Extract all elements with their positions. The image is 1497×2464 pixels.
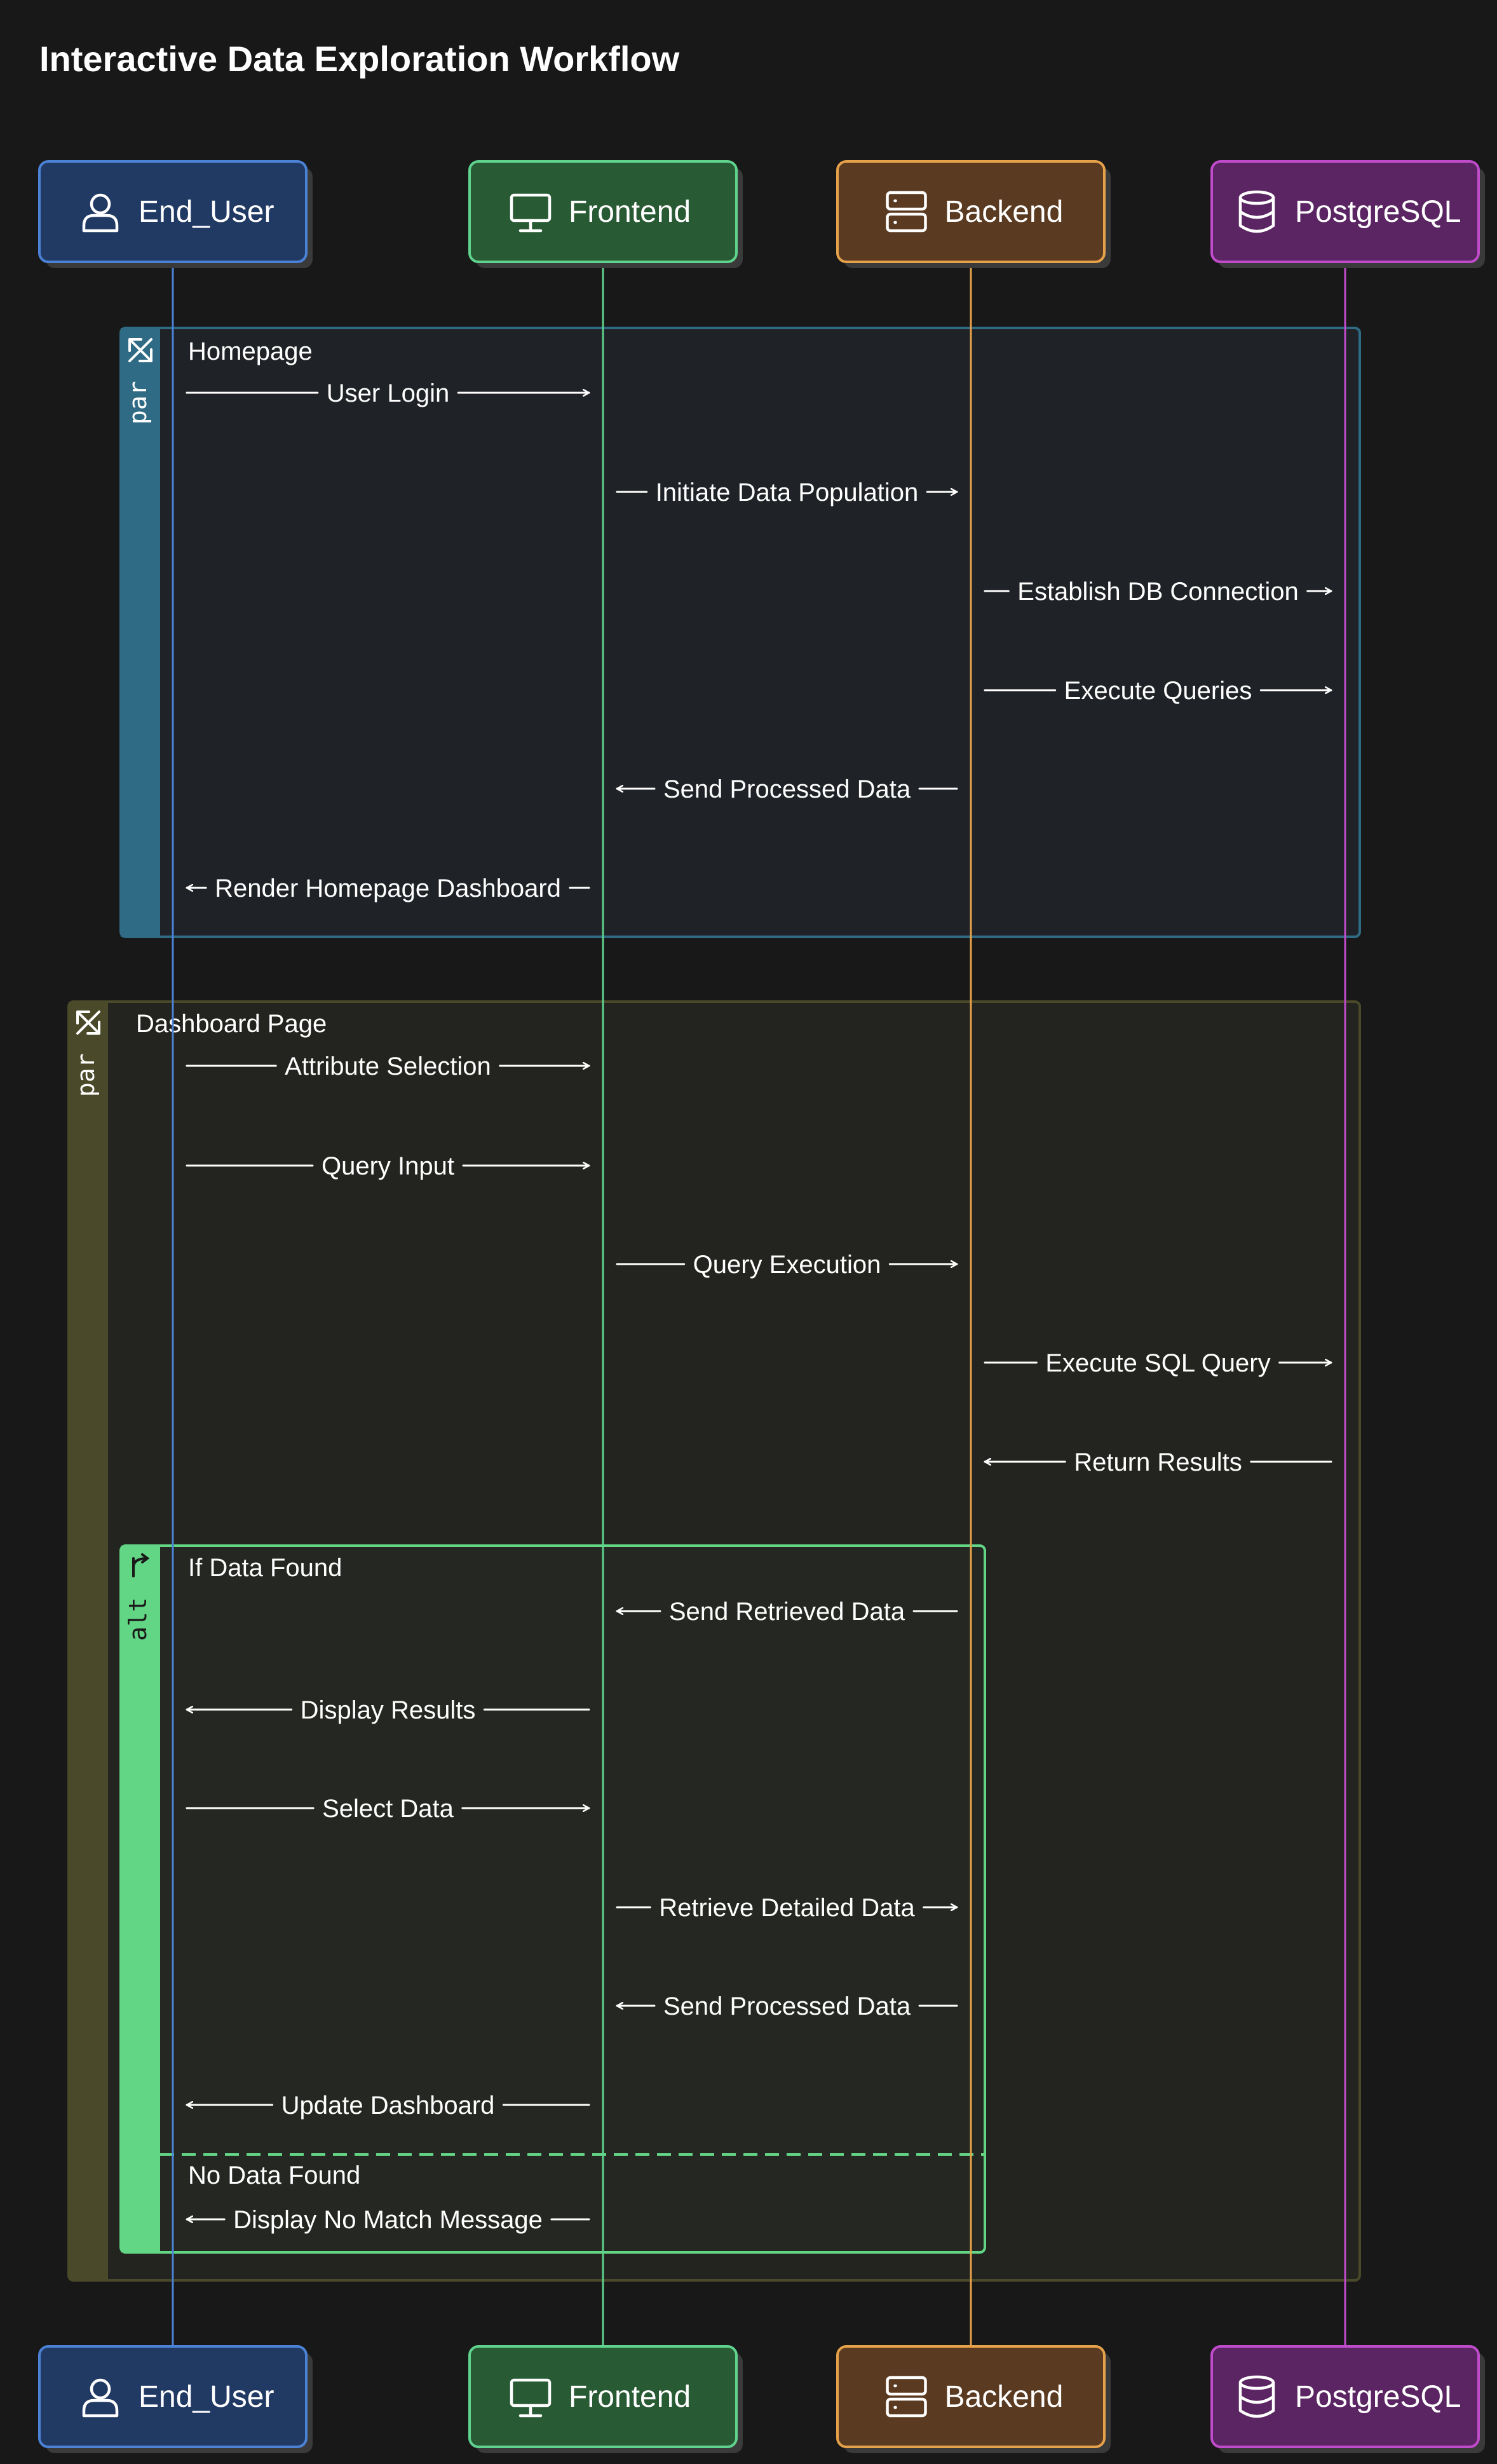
participant-end_user-top[interactable]: End_User <box>38 160 313 268</box>
message-3: Establish DB Connection <box>984 578 1332 606</box>
participant-box <box>836 160 1106 263</box>
participant-label: Backend <box>945 195 1064 229</box>
message-label: Update Dashboard <box>281 2092 495 2120</box>
collapse-icon[interactable] <box>76 1011 100 1035</box>
fragment-label: If Data Found <box>188 1554 342 1582</box>
message-5: Send Processed Data <box>616 775 958 803</box>
message-label: Query Input <box>322 1152 454 1180</box>
server-icon <box>886 2376 927 2418</box>
participant-box <box>836 2345 1106 2448</box>
database-icon <box>1238 190 1275 233</box>
participant-postgres-top[interactable]: PostgreSQL <box>1210 160 1485 268</box>
message-2: Initiate Data Population <box>616 479 958 507</box>
participant-label: Frontend <box>569 195 691 229</box>
participant-frontend-bottom[interactable]: Frontend <box>468 2345 743 2453</box>
collapse-icon[interactable] <box>128 338 152 362</box>
participant-backend-bottom[interactable]: Backend <box>836 2345 1111 2453</box>
message-label: Display Results <box>301 1696 476 1724</box>
message-label: Execute Queries <box>1064 677 1252 705</box>
server-icon <box>886 191 927 233</box>
participant-box <box>468 2345 738 2448</box>
user-icon <box>82 193 119 233</box>
participant-label: PostgreSQL <box>1295 195 1461 229</box>
monitor-icon <box>510 193 552 233</box>
fragment-type-label: par <box>72 1053 100 1097</box>
message-label: Attribute Selection <box>285 1052 491 1080</box>
message-10: Execute SQL Query <box>984 1349 1332 1377</box>
participant-backend-top[interactable]: Backend <box>836 160 1111 268</box>
user-icon <box>82 2378 119 2418</box>
message-label: Select Data <box>322 1795 454 1823</box>
fragment-label: Homepage <box>188 337 313 365</box>
message-15: Retrieve Detailed Data <box>616 1894 958 1922</box>
message-label: Render Homepage Dashboard <box>215 875 561 902</box>
participant-box <box>468 160 738 263</box>
participant-label: PostgreSQL <box>1295 2380 1461 2414</box>
message-label: Return Results <box>1074 1448 1242 1476</box>
participant-postgres-bottom[interactable]: PostgreSQL <box>1210 2345 1485 2453</box>
message-4: Execute Queries <box>984 677 1332 705</box>
participant-box <box>38 160 308 263</box>
fragment-else-label: No Data Found <box>188 2161 360 2189</box>
message-1: User Login <box>186 379 590 407</box>
fragment-type-label: alt <box>124 1597 152 1641</box>
branch-icon[interactable] <box>132 1553 150 1577</box>
message-6: Render Homepage Dashboard <box>186 875 590 902</box>
message-11: Return Results <box>984 1448 1332 1476</box>
message-14: Select Data <box>186 1795 590 1823</box>
participant-end_user-bottom[interactable]: End_User <box>38 2345 313 2453</box>
message-17: Update Dashboard <box>186 2092 590 2120</box>
message-label: Display No Match Message <box>233 2206 543 2234</box>
lifelines <box>172 262 1346 2346</box>
message-label: Send Processed Data <box>663 1992 911 2020</box>
participant-label: Backend <box>945 2380 1064 2414</box>
fragment-par-homepage: par Homepage <box>119 327 1361 938</box>
diagram-title: Interactive Data Exploration Workflow <box>39 39 680 79</box>
message-9: Query Execution <box>616 1251 958 1279</box>
message-18: Display No Match Message <box>186 2206 590 2234</box>
message-12: Send Retrieved Data <box>616 1598 958 1626</box>
message-label: Send Processed Data <box>663 775 911 803</box>
message-label: Send Retrieved Data <box>669 1598 905 1626</box>
database-icon <box>1238 2375 1275 2418</box>
fragment-alt: alt If Data Found No Data Found <box>119 1544 986 2254</box>
message-label: Execute SQL Query <box>1045 1349 1270 1377</box>
participant-box <box>1210 160 1480 263</box>
message-label: Initiate Data Population <box>656 479 919 507</box>
message-label: Retrieve Detailed Data <box>659 1894 915 1922</box>
message-label: User Login <box>327 379 449 407</box>
fragment-label: Dashboard Page <box>136 1010 327 1038</box>
message-8: Query Input <box>186 1152 590 1180</box>
message-label: Query Execution <box>693 1251 881 1279</box>
participant-label: End_User <box>139 195 274 229</box>
message-label: Establish DB Connection <box>1017 578 1298 606</box>
monitor-icon <box>510 2378 552 2418</box>
participant-frontend-top[interactable]: Frontend <box>468 160 743 268</box>
participant-label: End_User <box>139 2380 274 2414</box>
participant-box <box>1210 2345 1480 2448</box>
message-7: Attribute Selection <box>186 1052 590 1080</box>
participant-label: Frontend <box>569 2380 691 2414</box>
message-16: Send Processed Data <box>616 1992 958 2020</box>
fragment-type-label: par <box>124 381 152 425</box>
message-13: Display Results <box>186 1696 590 1724</box>
participant-box <box>38 2345 308 2448</box>
